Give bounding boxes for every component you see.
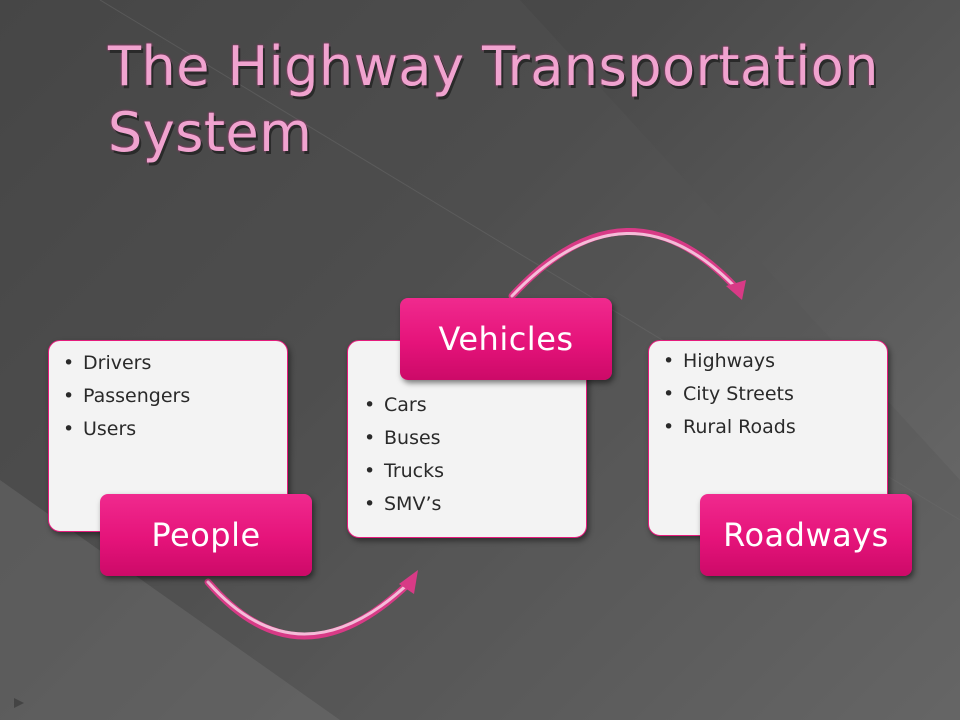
list-item: City Streets xyxy=(657,378,887,411)
list-item: Cars xyxy=(358,389,586,422)
people-list: Drivers Passengers Users xyxy=(57,347,287,446)
list-item: Drivers xyxy=(57,347,287,380)
roadways-label: Roadways xyxy=(700,494,912,576)
list-item: Buses xyxy=(358,422,586,455)
slide-title-line-2: System xyxy=(108,101,313,164)
people-label: People xyxy=(100,494,312,576)
list-item: Highways xyxy=(657,345,887,378)
slide-title: The Highway Transportation System xyxy=(108,34,928,166)
slide-title-line-1: The Highway Transportation xyxy=(108,35,880,98)
list-item: Rural Roads xyxy=(657,411,887,444)
list-item: Trucks xyxy=(358,455,586,488)
vehicles-label: Vehicles xyxy=(400,298,612,380)
list-item: Users xyxy=(57,413,287,446)
vehicles-list: Cars Buses Trucks SMV’s xyxy=(358,389,586,521)
roadways-list: Highways City Streets Rural Roads xyxy=(657,345,887,444)
list-item: SMV’s xyxy=(358,488,586,521)
list-item: Passengers xyxy=(57,380,287,413)
slide-navigation-icon xyxy=(14,698,24,708)
